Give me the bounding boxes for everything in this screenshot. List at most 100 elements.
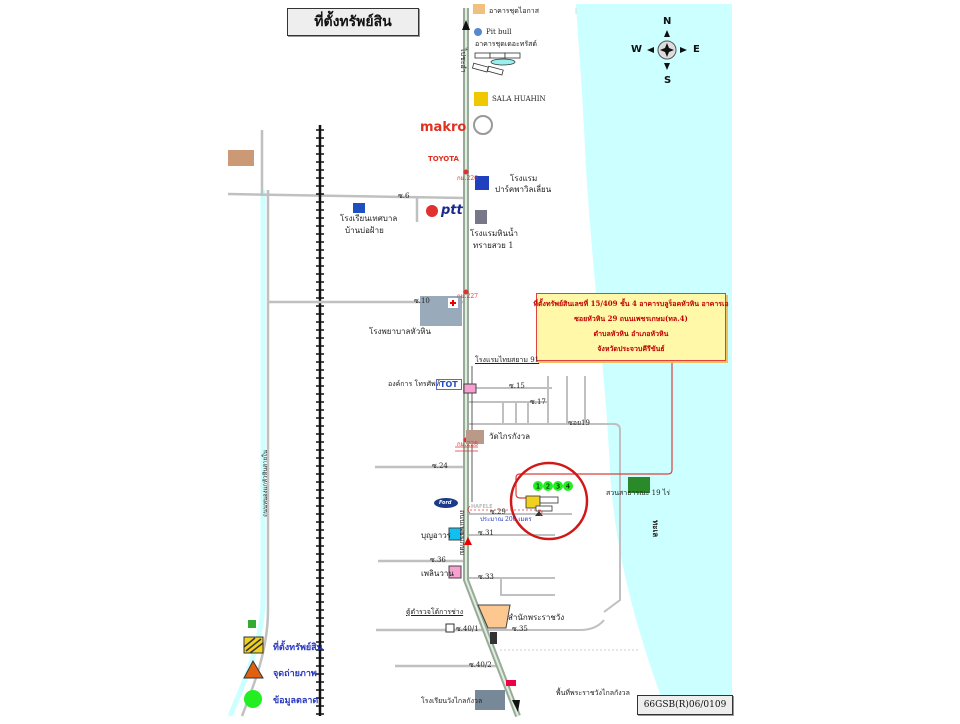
market-data-icon xyxy=(244,690,262,708)
park-tree-icon xyxy=(628,477,650,493)
distance-label: ประมาณ 200 เมตร xyxy=(480,516,532,523)
landmark-label: ตู้ตำรวจโต้การช่าง xyxy=(406,608,464,616)
sea-label: ทะเล xyxy=(651,520,661,538)
reference-code: 66GSB(R)06/0109 xyxy=(637,695,733,715)
road-label: ซ.36 xyxy=(430,556,446,564)
address-line: ซอยหัวหิน 29 ถนนเพชรเกษม(ทล.4) xyxy=(574,314,688,323)
photo-point-icon xyxy=(243,659,264,679)
condo-diagram xyxy=(471,52,521,76)
police-box-icon xyxy=(445,623,455,633)
ptt-drop-icon xyxy=(426,205,438,217)
sala-icon xyxy=(474,92,488,106)
road-label: ซ.40/2 xyxy=(469,661,492,669)
legend-property-label: ที่ตั้งทรัพย์สิน xyxy=(273,643,323,653)
market-point-label: 3 xyxy=(556,483,560,491)
legend-photo-label: จุดถ่ายภาพ xyxy=(273,669,317,679)
ford-label: Ford xyxy=(439,500,452,506)
market-point xyxy=(563,481,573,491)
phloen-marker xyxy=(448,565,462,579)
road-label: ซ.31 xyxy=(478,529,494,537)
landmark-label: เพลินวาน xyxy=(421,569,454,578)
compass-west: W xyxy=(631,44,643,55)
compass-icon xyxy=(647,30,687,70)
road-label: ซ.33 xyxy=(478,573,494,581)
palace-office-marker xyxy=(477,604,511,629)
landmark-label: โรงเรียนเทศบาล xyxy=(340,214,398,223)
landmark-label: บ้านบ่อฝ้าย xyxy=(345,226,384,235)
bunyawat-marker xyxy=(448,527,462,541)
road-label: ซ.17 xyxy=(530,398,546,406)
compass-north: N xyxy=(663,16,672,27)
km-label: กม.228 xyxy=(457,441,478,448)
landmark-label: สำนักพระราชวัง xyxy=(508,613,565,622)
market-point-label: 1 xyxy=(536,483,540,491)
traffic-light-icon xyxy=(490,632,497,644)
school-icon xyxy=(353,203,365,213)
ptt-logo: ptt xyxy=(441,203,463,218)
landmark-label: อาคารชุดเดอะทรัสต์ xyxy=(475,40,537,48)
tot-logo: TOT xyxy=(436,379,462,390)
hotel-icon xyxy=(475,210,487,224)
road-label: ซ.35 xyxy=(512,625,528,633)
road-label: ซ.10 xyxy=(414,297,430,305)
school-building-icon xyxy=(475,690,505,710)
landmark-label: บุญอาวร xyxy=(421,531,451,540)
road-label: ไปชะอำ xyxy=(459,48,467,73)
road-label: ซ.24 xyxy=(432,462,448,470)
road-label: ถนนหนองแกหัวหินสายใน xyxy=(262,450,269,517)
makro-logo: makro xyxy=(420,120,467,135)
pitbull-icon xyxy=(474,28,482,36)
market-point-label: 2 xyxy=(546,483,550,491)
market-point-label: 4 xyxy=(566,483,571,491)
property-highlight-circle xyxy=(509,461,589,541)
mitsubishi-logo xyxy=(464,537,472,545)
nissan-logo xyxy=(473,115,493,135)
landmark-label: สวนสาธารณะ 19 ไร่ xyxy=(606,489,671,497)
landmark-label: โรงแรมไทยสยาม 91 xyxy=(475,356,540,364)
road-soi-6 xyxy=(227,192,466,200)
landmark-label: องค์การ โทรศัพท์ xyxy=(388,380,441,388)
landmark-label: โรงแรม xyxy=(510,174,538,183)
temple-image xyxy=(466,430,484,444)
legend-market-label: ข้อมูลตลาด xyxy=(273,696,319,706)
compass-east: E xyxy=(693,44,700,55)
road-label: ซ.15 xyxy=(509,382,525,390)
convenience-store-icon xyxy=(248,620,256,628)
landmark-label: โรงแรมหินน้ำ xyxy=(470,229,518,238)
road-label: ถนนเพชรเกษม xyxy=(458,510,466,556)
km-label: กม.227 xyxy=(457,293,478,300)
ford-logo xyxy=(434,498,458,508)
railway xyxy=(316,125,324,716)
landmark-label: พื้นที่พระราชวังไกลกังวล xyxy=(556,689,630,697)
road-soi-35 xyxy=(485,619,605,631)
market-point xyxy=(553,481,563,491)
landmark-label: ทรายสวย 1 xyxy=(473,241,514,250)
landmark-label: โรงพยาบาลหัวหิน xyxy=(369,327,431,336)
landmark-label: ปาร์คพาวิลเลี่ยน xyxy=(495,185,552,194)
road-label: ซ.6 xyxy=(398,192,410,200)
road-label: ซอย19 xyxy=(568,419,590,427)
market-point xyxy=(543,481,553,491)
toyota-logo: TOYOTA xyxy=(428,155,459,163)
landmark-label: โรงเรียนวังไกลกังวล xyxy=(421,697,483,705)
address-line: ตำบลหัวหิน อำเภอหัวหิน xyxy=(593,329,669,338)
hafele-label: HAFELE xyxy=(471,504,493,510)
address-line: ที่ตั้งทรัพย์สินเลขที่ 15/409 ชั้น 4 อาค… xyxy=(533,299,729,308)
address-line: จังหวัดประจวบคีรีขันธ์ xyxy=(597,344,665,353)
palace-image xyxy=(228,150,254,166)
road-soi-19 xyxy=(465,423,621,613)
condo-icon xyxy=(473,4,485,14)
km-label: กม.226 xyxy=(457,175,478,182)
address-box: ที่ตั้งทรัพย์สินเลขที่ 15/409 ชั้น 4 อาค… xyxy=(533,293,729,361)
map-title: ที่ตั้งทรัพย์สิน xyxy=(287,8,419,36)
landmark-label: วัดไกรกังวล xyxy=(489,432,530,441)
route-line xyxy=(515,359,673,499)
market-point xyxy=(533,481,543,491)
compass-south: S xyxy=(664,75,672,86)
stream xyxy=(227,190,266,717)
landmark-label: SALA HUAHIN xyxy=(492,95,546,103)
road-label: ซ.29 xyxy=(490,508,506,516)
hotel-marker xyxy=(463,383,477,394)
